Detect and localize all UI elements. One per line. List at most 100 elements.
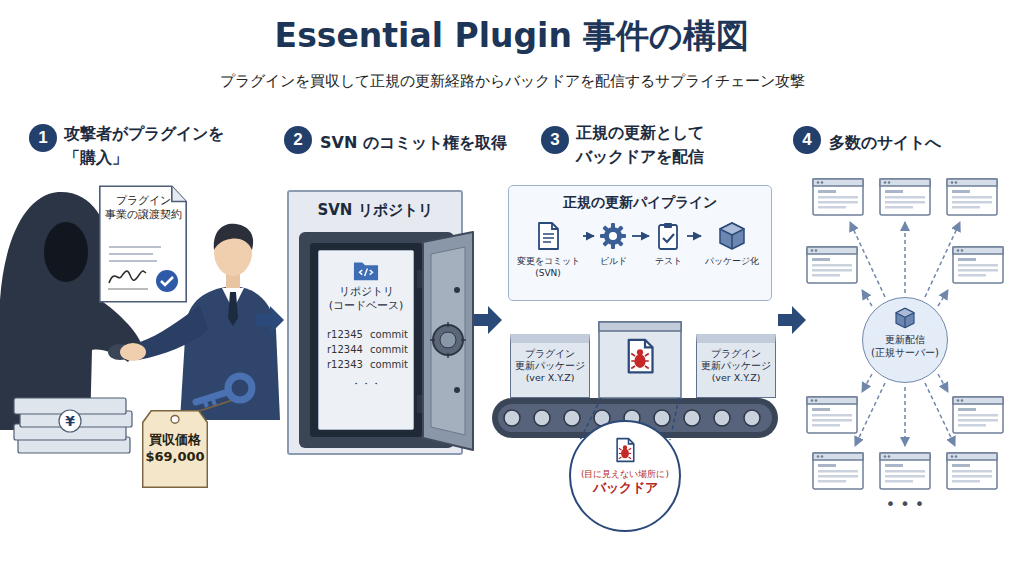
distribution-arrow [862, 290, 872, 306]
conveyor-belt [564, 410, 580, 426]
distribution-arrow [850, 222, 960, 446]
signature-and-seal [108, 247, 178, 292]
node-text: 正規の更新パイプライン [509, 193, 771, 211]
ellipsis: • • • [865, 496, 945, 514]
icon [720, 223, 744, 249]
website-window [813, 453, 863, 489]
backdoor-zoom-circle: (目に見えない場所に)バックドア [569, 420, 681, 532]
step-heading: 正規の更新として バックドアを配信 [576, 121, 776, 169]
conveyor-belt [684, 410, 700, 426]
icon [716, 220, 748, 252]
money-stack [59, 410, 81, 432]
infected-package [599, 322, 681, 398]
node-text: r12344 commit [322, 342, 410, 357]
website-window [953, 397, 1003, 433]
step-number: 1 [29, 124, 57, 152]
node-text: 更新配信 (正規サーバー) [865, 333, 945, 359]
distribution-arrow [855, 383, 885, 446]
businessman [214, 224, 253, 250]
node-text: 1 [29, 124, 57, 152]
node-text: SVN リポジトリ [289, 201, 461, 219]
distribution-arrow [925, 383, 955, 446]
distribution-arrow [938, 374, 948, 392]
signature-and-seal [103, 241, 183, 297]
distribution-arrow [904, 222, 906, 293]
step-heading: 多数のサイトへ [829, 131, 1014, 155]
title: Essential Plugin 事件の構図 [0, 16, 1024, 56]
flow-connector [687, 235, 701, 237]
money-stack [14, 398, 132, 453]
website-window [880, 179, 930, 215]
icon [896, 308, 914, 328]
flow-arrow [256, 306, 284, 334]
currency-symbol: ¥ [59, 411, 81, 431]
pipeline-box: 正規の更新パイプライン変更をコミット (SVN) ビルドテスト パッケージ化 [508, 185, 772, 301]
node-text: パッケージ化 [703, 255, 761, 267]
icon [539, 223, 558, 249]
flow-arrow [474, 306, 502, 334]
flow-arrow [778, 306, 806, 334]
step-number: 3 [541, 126, 569, 154]
website-window [807, 247, 857, 283]
node-text: テスト [651, 255, 685, 267]
node-text: リポジトリ (コードベース) [322, 285, 410, 313]
infected-package [599, 322, 681, 331]
repository-panel: リポジトリ (コードベース) r12345 commitr12344 commit… [318, 250, 414, 430]
step-number: 2 [284, 126, 312, 154]
icon [351, 257, 381, 283]
businessman [120, 343, 146, 361]
node-text: 2 [284, 126, 312, 154]
flow-connector [632, 235, 649, 237]
website-window [947, 179, 997, 215]
node-text: ・・・ [322, 376, 410, 391]
icon [532, 220, 564, 252]
icon [617, 439, 634, 462]
conveyor-belt [654, 410, 670, 426]
step-heading: SVN のコミット権を取得 [320, 131, 520, 155]
pipeline-step: 変更をコミット (SVN) [515, 220, 581, 279]
icon [893, 306, 917, 330]
step-number: 4 [793, 126, 821, 154]
icon [597, 220, 629, 252]
node-text: プラグイン 更新パッケージ (ver X.Y.Z) [700, 348, 772, 384]
pipeline-step: テスト [651, 220, 685, 278]
icon [354, 263, 378, 281]
businessman [180, 286, 280, 420]
businessman [228, 292, 238, 326]
node-text: 買収価格 $69,000 [145, 431, 205, 465]
update-package: プラグイン 更新パッケージ (ver X.Y.Z) [510, 334, 590, 398]
node-text: r12345 commit [322, 327, 410, 342]
update-package: プラグイン 更新パッケージ (ver X.Y.Z) [696, 334, 776, 398]
distribution-arrow [904, 387, 906, 446]
website-window [807, 179, 1003, 489]
conveyor-belt [534, 410, 550, 426]
icon [600, 223, 626, 249]
conveyor-belt [744, 410, 760, 426]
key [228, 376, 252, 400]
safe-illustration [299, 232, 473, 450]
website-window [880, 453, 930, 489]
website-window [807, 397, 857, 433]
node-text: 4 [793, 126, 821, 154]
distribution-arrow [862, 374, 872, 392]
icon [659, 223, 677, 249]
website-window [953, 247, 1003, 283]
businessman [138, 305, 208, 360]
price-tag: 買収価格 $69,000 [142, 410, 208, 488]
hooded-attacker [44, 222, 88, 282]
node-text: プラグイン 事業の譲渡契約 [103, 194, 183, 222]
node-text: (目に見えない場所に) [581, 468, 669, 480]
step-heading: 攻撃者がプラグインを「購入」 [64, 122, 232, 170]
icon [611, 436, 639, 464]
distribution-arrow [850, 222, 885, 297]
website-window [947, 453, 997, 489]
distribution-arrow [938, 290, 948, 306]
icon [652, 220, 684, 252]
contract-document: プラグイン 事業の譲渡契約 [98, 185, 188, 303]
infected-package [670, 398, 679, 440]
pipeline-step: パッケージ化 [703, 220, 761, 278]
pipeline-step: ビルド [596, 220, 630, 278]
node-text: 3 [541, 126, 569, 154]
